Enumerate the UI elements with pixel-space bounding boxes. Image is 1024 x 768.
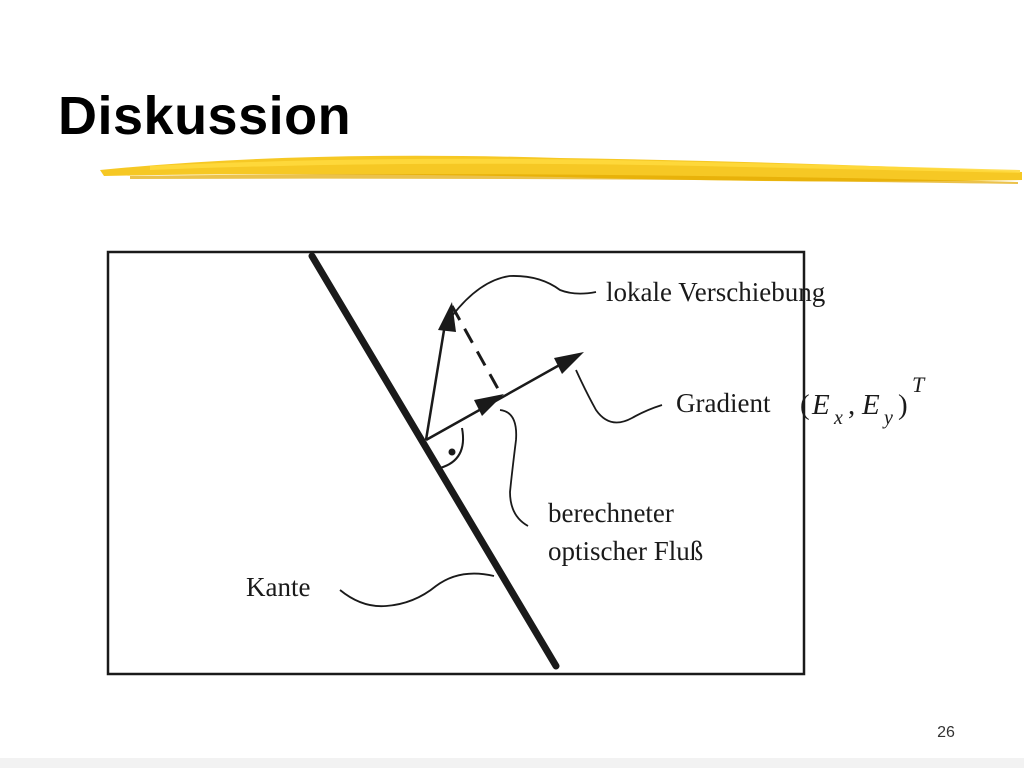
slide-page-number: 26 [937, 724, 955, 741]
label-edge: Kante [246, 572, 310, 602]
diagram-frame [106, 250, 806, 676]
label-gradient-ex-e: E [811, 389, 830, 421]
label-gradient-comma: , [848, 389, 855, 421]
label-gradient-sup: T [912, 372, 926, 397]
brush-stroke-shadow [130, 174, 1018, 184]
label-gradient-open: ( [800, 389, 810, 421]
label-computed-flow-line1: berechneter [548, 498, 674, 528]
slide-title: Diskussion [58, 86, 352, 146]
footer-bar [0, 758, 1024, 768]
computed-flow-arrowhead [474, 394, 504, 416]
local-shift-leader [451, 275, 597, 317]
label-computed-flow-line2: optischer Fluß [548, 536, 703, 566]
gradient-leader [575, 369, 663, 424]
gradient-arrowhead [554, 352, 584, 374]
edge-leader [339, 572, 495, 608]
computed-flow-leader [499, 409, 529, 527]
right-angle-arc [439, 427, 464, 469]
local-shift-arrow [424, 317, 448, 441]
label-local-shift: lokale Verschiebung [606, 277, 825, 307]
label-gradient-ex-sub: x [833, 407, 843, 429]
brush-stroke-highlight [150, 158, 1020, 173]
label-gradient: Gradient [676, 388, 771, 418]
local-shift-arrowhead [438, 302, 456, 332]
label-gradient-close: ) [898, 389, 908, 421]
label-gradient-ey-e: E [861, 389, 880, 421]
label-gradient-ey-sub: y [882, 407, 893, 429]
projection-dashed-line [450, 305, 504, 397]
edge-line [308, 252, 560, 670]
right-angle-dot [448, 448, 456, 456]
